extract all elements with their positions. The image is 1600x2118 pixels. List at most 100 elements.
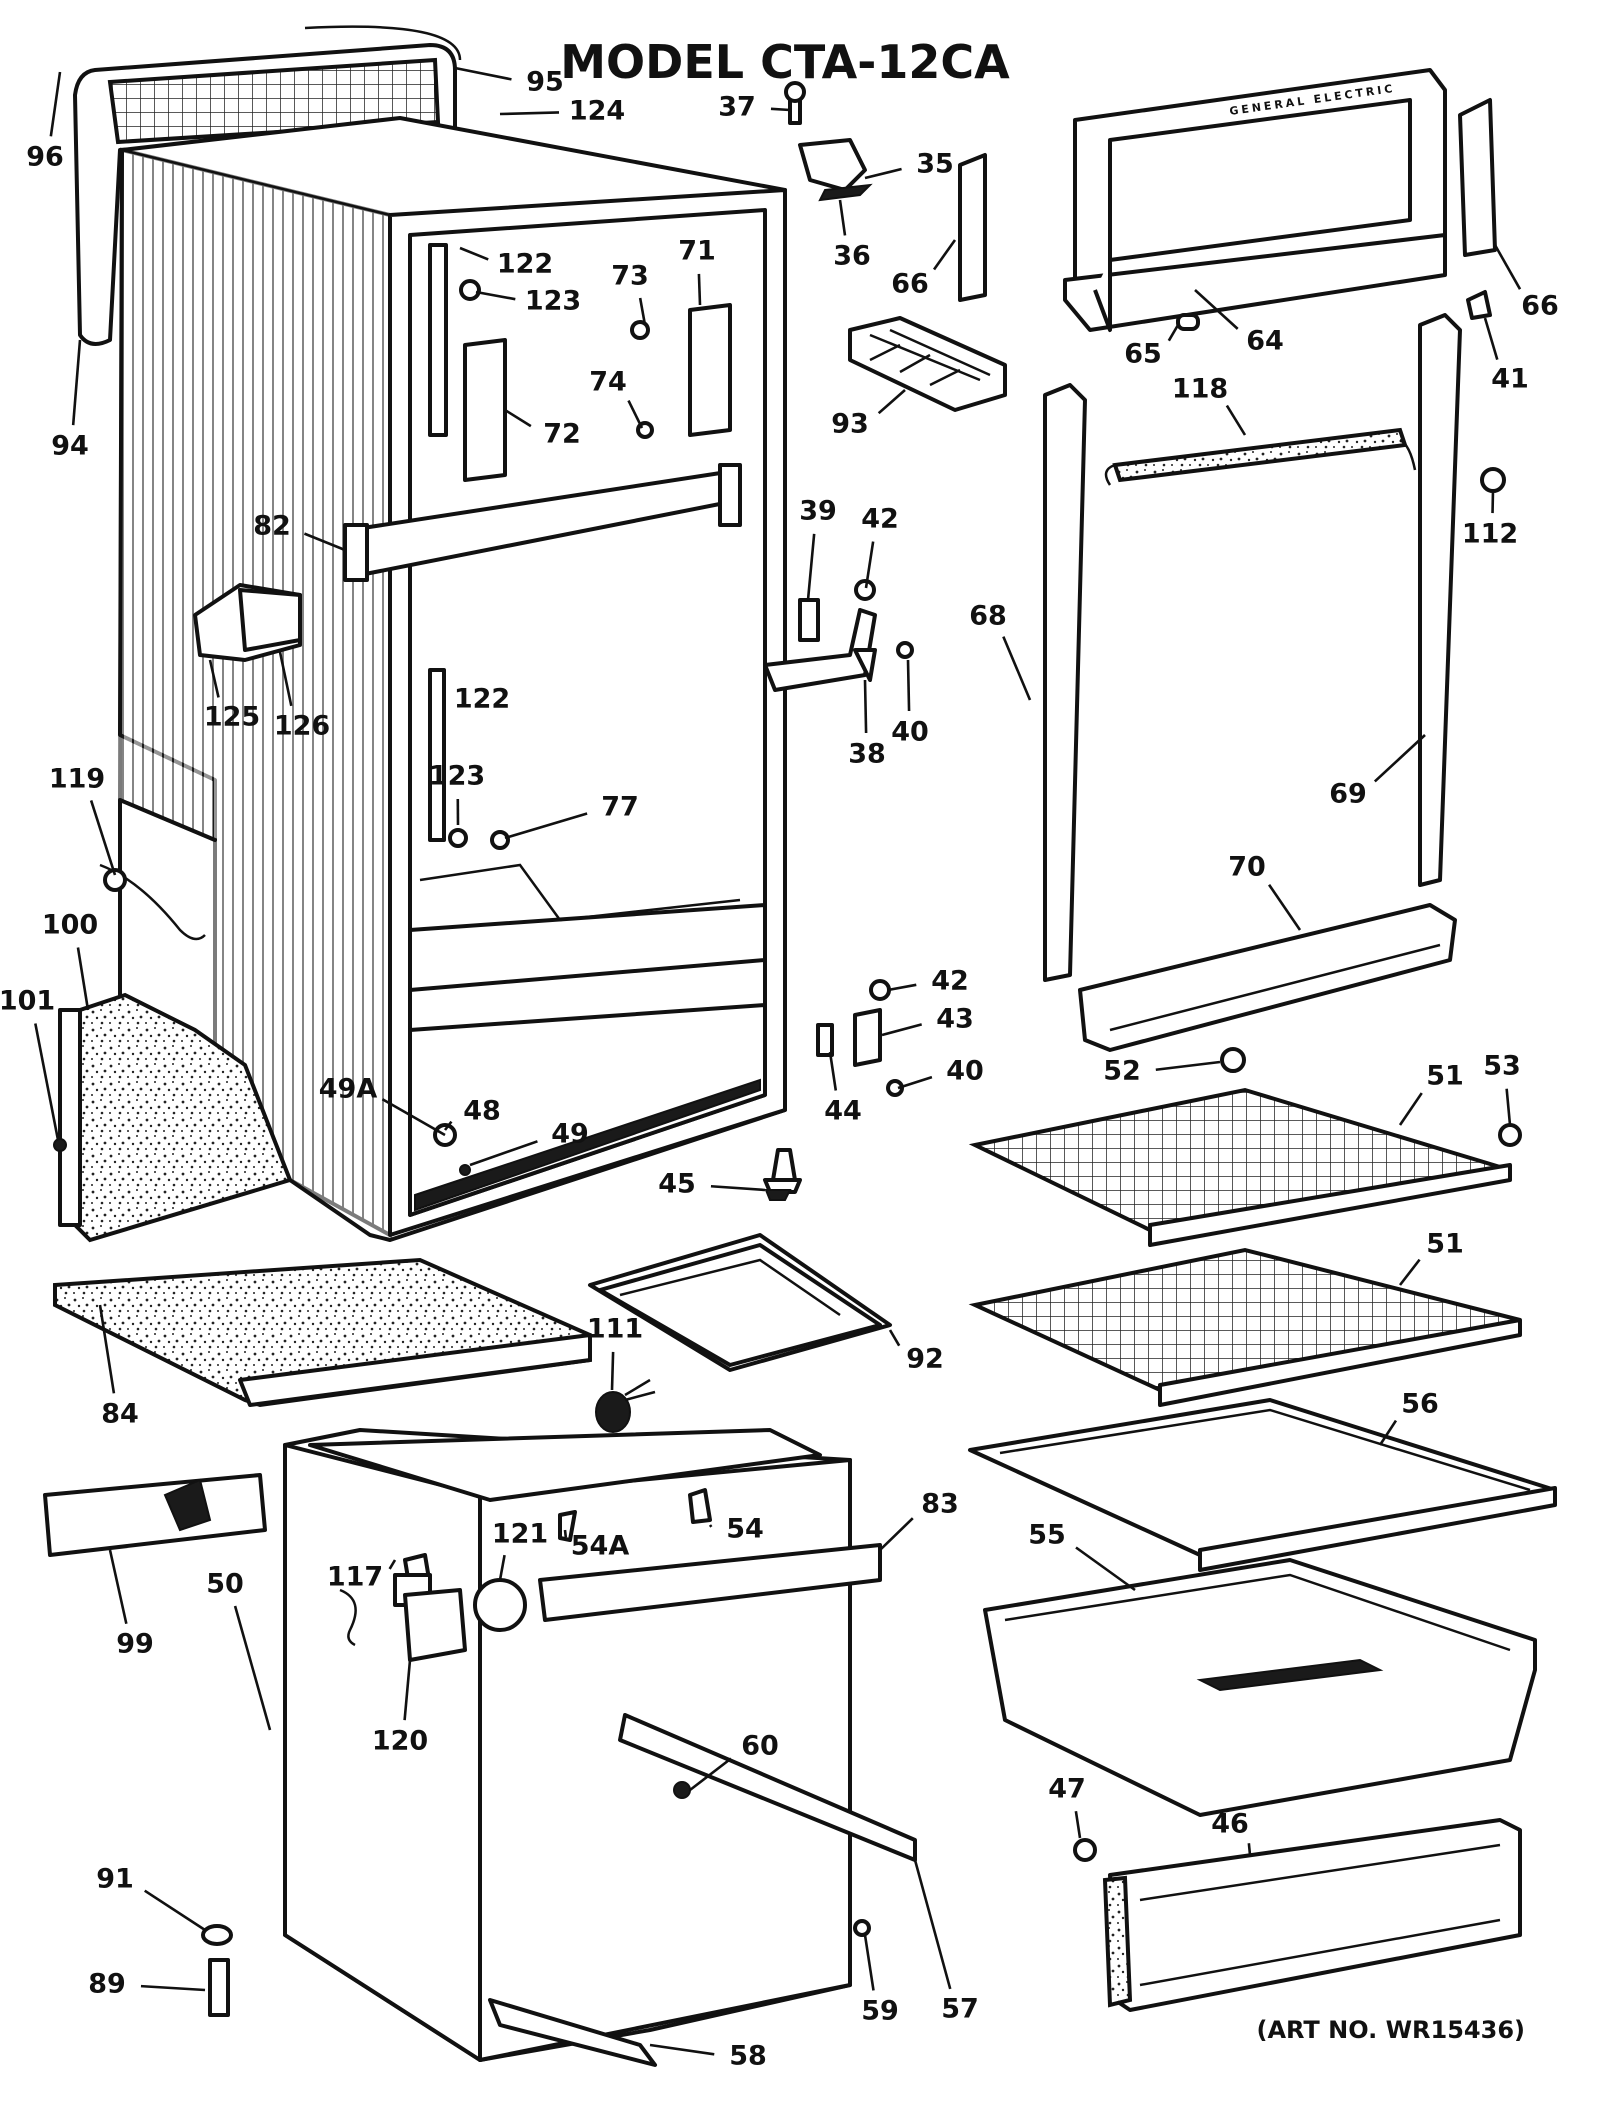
middle-hinge — [763, 579, 914, 692]
callout-65: 65 — [1124, 339, 1162, 370]
callout-52: 52 — [1103, 1056, 1141, 1087]
leader-82 — [303, 532, 346, 552]
leader-101 — [34, 1023, 60, 1141]
callout-42b: 42 — [931, 966, 969, 997]
callout-89: 89 — [88, 1969, 126, 2000]
leader-83 — [879, 1517, 914, 1551]
leader-65 — [1167, 324, 1180, 342]
leader-46 — [1247, 1843, 1252, 1856]
callout-55: 55 — [1028, 1520, 1066, 1551]
callout-35: 35 — [916, 149, 954, 180]
leader-49A — [381, 1098, 446, 1137]
callout-126: 126 — [274, 711, 330, 742]
model-title: MODEL CTA-12CA — [560, 35, 1010, 89]
callout-95: 95 — [526, 67, 564, 98]
callout-96: 96 — [26, 142, 64, 173]
leader-48 — [443, 1120, 453, 1131]
crisper-cover-46 — [1073, 1818, 1522, 2012]
leader-96 — [49, 71, 62, 137]
cabinet-rails — [343, 243, 742, 850]
leader-53 — [1505, 1088, 1512, 1126]
callout-121: 121 — [492, 1519, 548, 1550]
leader-69 — [1373, 734, 1426, 783]
callout-39: 39 — [799, 496, 837, 527]
leader-99 — [108, 1549, 128, 1625]
leader-55 — [1075, 1546, 1136, 1592]
leader-42a — [864, 541, 875, 589]
leader-37 — [770, 107, 791, 112]
side-components — [53, 583, 302, 1243]
callout-119: 119 — [49, 764, 105, 795]
door-stop-66 — [958, 153, 987, 302]
door-shelf-70 — [1078, 903, 1457, 1052]
callout-58: 58 — [729, 2041, 767, 2072]
callout-41: 41 — [1491, 364, 1529, 395]
callout-68: 68 — [969, 601, 1007, 632]
handle-99 — [43, 1473, 267, 1557]
leader-100 — [76, 947, 90, 1011]
leader-51a — [1398, 1092, 1423, 1126]
leader-39 — [806, 533, 816, 601]
callout-56: 56 — [1401, 1389, 1439, 1420]
callout-94: 94 — [51, 431, 89, 462]
callout-122a: 122 — [497, 249, 553, 280]
leader-68 — [1002, 636, 1032, 701]
leader-118 — [1225, 404, 1247, 436]
wire-shelf-upper — [968, 1047, 1522, 1247]
leader-58 — [649, 2043, 715, 2056]
callout-47: 47 — [1048, 1774, 1086, 1805]
callout-59: 59 — [861, 1996, 899, 2027]
leader-73 — [638, 297, 647, 326]
callout-51b: 51 — [1426, 1229, 1464, 1260]
light-socket-111 — [595, 1378, 656, 1433]
leader-122b — [443, 700, 446, 703]
callout-123b: 123 — [429, 761, 485, 792]
leader-54A — [563, 1529, 568, 1538]
callout-73: 73 — [611, 261, 649, 292]
callout-45: 45 — [658, 1169, 696, 1200]
leader-56 — [1378, 1419, 1398, 1446]
callout-70: 70 — [1228, 852, 1266, 883]
leader-44 — [828, 1051, 838, 1091]
callout-57: 57 — [941, 1994, 979, 2025]
leader-54 — [708, 1524, 713, 1528]
callout-82: 82 — [253, 511, 291, 542]
callout-40b: 40 — [946, 1056, 984, 1087]
callout-124: 124 — [569, 96, 625, 127]
callout-83: 83 — [921, 1489, 959, 1520]
callout-54: 54 — [726, 1514, 764, 1545]
callout-69: 69 — [1329, 779, 1367, 810]
leader-121 — [498, 1554, 506, 1581]
leader-59 — [863, 1934, 875, 1991]
callout-71: 71 — [678, 236, 716, 267]
callout-44: 44 — [824, 1096, 862, 1127]
leader-111 — [610, 1351, 615, 1391]
leader-84 — [98, 1304, 116, 1394]
callout-53: 53 — [1483, 1051, 1521, 1082]
leader-92 — [888, 1329, 901, 1347]
leader-119 — [89, 800, 117, 876]
callout-93: 93 — [831, 409, 869, 440]
callout-60: 60 — [741, 1731, 779, 1762]
callout-43: 43 — [936, 1004, 974, 1035]
callout-48: 48 — [463, 1096, 501, 1127]
leader-91 — [144, 1889, 206, 1932]
callout-50: 50 — [206, 1569, 244, 1600]
wire-shelf-lower — [968, 1247, 1522, 1407]
callout-40a: 40 — [891, 717, 929, 748]
callout-84: 84 — [101, 1399, 139, 1430]
callout-42a: 42 — [861, 504, 899, 535]
callout-122b: 122 — [454, 684, 510, 715]
callout-49: 49 — [551, 1119, 589, 1150]
leader-117 — [388, 1559, 397, 1570]
door-breaker-strips — [1043, 313, 1506, 982]
leader-49 — [469, 1140, 538, 1167]
leader-71 — [697, 273, 702, 306]
leader-47 — [1074, 1811, 1082, 1839]
callout-92: 92 — [906, 1344, 944, 1375]
fresh-food-liner — [283, 1428, 917, 2067]
leader-64 — [1194, 289, 1239, 330]
callout-51a: 51 — [1426, 1061, 1464, 1092]
